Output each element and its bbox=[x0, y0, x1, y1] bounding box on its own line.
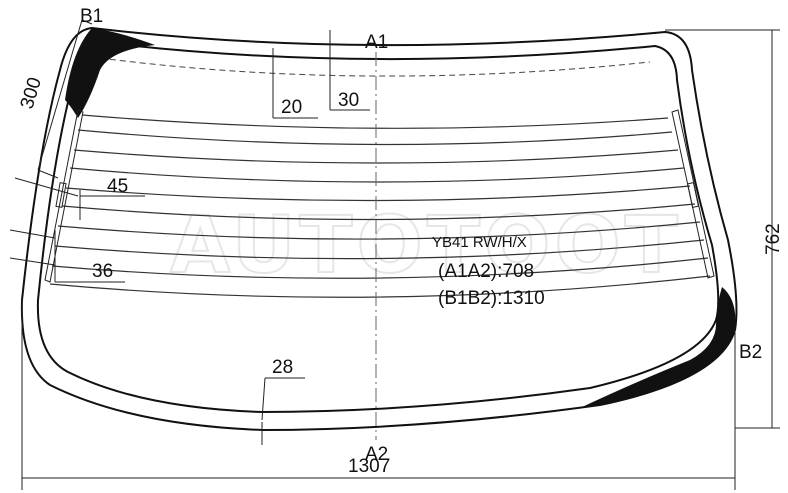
dim-762: 762 bbox=[665, 29, 784, 429]
dimension-a1a2: (A1A2):708 bbox=[438, 261, 534, 282]
black-corner-b2 bbox=[580, 287, 736, 408]
dimension-b1b2: (B1B2):1310 bbox=[438, 288, 545, 309]
connector-left bbox=[55, 182, 67, 208]
svg-text:20: 20 bbox=[281, 97, 302, 118]
dim-36: 36 bbox=[9, 229, 125, 283]
glass-inner-edge bbox=[36, 40, 720, 414]
print-border-dashed bbox=[99, 57, 651, 77]
dim-1307: 1307 bbox=[21, 300, 736, 490]
black-corner-b1 bbox=[65, 28, 155, 118]
dim-20: 20 bbox=[272, 48, 318, 119]
busbar-right bbox=[671, 109, 715, 279]
label-a2: A2 bbox=[365, 444, 388, 465]
dim-30: 30 bbox=[329, 30, 370, 111]
svg-text:28: 28 bbox=[272, 357, 293, 378]
label-b2: B2 bbox=[739, 342, 762, 363]
dim-45: 45 bbox=[14, 176, 145, 220]
svg-text:300: 300 bbox=[17, 75, 46, 111]
label-b1: B1 bbox=[80, 6, 103, 27]
label-a1: A1 bbox=[365, 32, 388, 53]
connector-right bbox=[686, 182, 700, 208]
svg-text:762: 762 bbox=[763, 223, 784, 255]
svg-text:1307: 1307 bbox=[348, 456, 390, 477]
svg-text:45: 45 bbox=[107, 176, 128, 197]
svg-text:30: 30 bbox=[338, 90, 359, 111]
heating-grid bbox=[49, 114, 711, 298]
busbar-left bbox=[44, 109, 84, 283]
svg-text:36: 36 bbox=[92, 261, 113, 282]
glass-outer-edge bbox=[20, 26, 738, 432]
part-code: YB41 RW/H/X bbox=[432, 234, 527, 251]
dim-28: 28 bbox=[261, 357, 305, 445]
